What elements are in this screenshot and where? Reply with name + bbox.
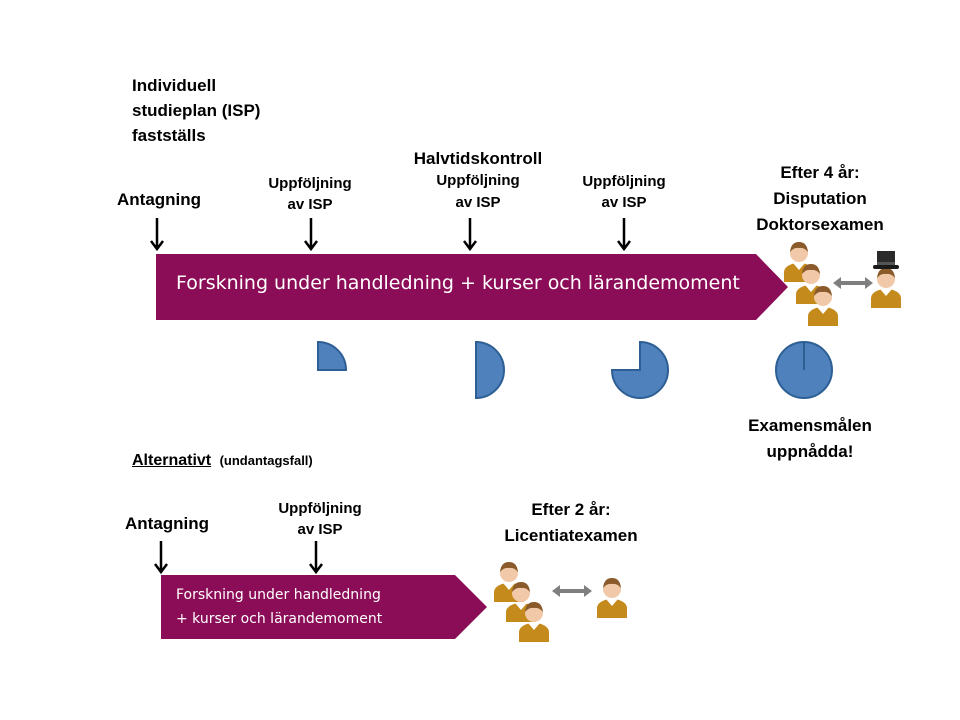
person-icon: [597, 578, 627, 618]
followup-1-line-2: av ISP: [287, 196, 333, 213]
alt-end-label-line-1: Efter 2 år:: [531, 500, 611, 519]
down-arrow-icon: [463, 218, 477, 252]
down-arrow-icon: [154, 541, 168, 575]
followup-3-label: Uppföljning av ISP: [569, 171, 679, 213]
alternative-heading: Alternativt (undantagsfall): [132, 452, 313, 470]
goal-label-line-1: Examensmålen: [748, 416, 872, 435]
alternative-subtitle: (undantagsfall): [219, 453, 313, 468]
alt-followup-line-2: av ISP: [297, 521, 343, 538]
followup-2-line-2: av ISP: [455, 194, 501, 211]
alt-banner-text: Forskning under handledning + kurser och…: [176, 583, 382, 631]
isp-note-line-2: studieplan (ISP): [132, 101, 261, 120]
followup-3-line-2: av ISP: [601, 194, 647, 211]
person-icon: [519, 602, 549, 642]
followup-1-line-1: Uppföljning: [268, 175, 352, 192]
down-arrow-icon: [304, 218, 318, 252]
goal-label: Examensmålen uppnådda!: [720, 413, 900, 465]
top-hat-person-icon: [871, 251, 901, 308]
end-label-line-1: Efter 4 år:: [780, 163, 860, 182]
isp-note: Individuell studieplan (ISP) fastställs: [132, 73, 260, 148]
alt-start-label: Antagning: [125, 514, 210, 533]
main-banner-shape: [156, 254, 788, 320]
down-arrow-icon: [309, 541, 323, 575]
end-label: Efter 4 år: Disputation Doktorsexamen: [740, 160, 900, 238]
isp-note-line-1: Individuell: [132, 76, 217, 95]
progress-pie-icon: [610, 340, 669, 399]
progress-pie-icon: [775, 341, 833, 399]
isp-note-line-3: fastställs: [132, 126, 206, 145]
goal-label-line-2: uppnådda!: [766, 442, 854, 461]
progress-pie-icon: [475, 340, 505, 400]
double-arrow-icon: [833, 277, 873, 289]
alt-banner-line-2: + kurser och lärandemoment: [176, 611, 383, 627]
double-arrow-icon: [552, 585, 592, 597]
down-arrow-icon: [150, 218, 164, 252]
alt-followup-line-1: Uppföljning: [278, 500, 362, 517]
alt-banner-line-1: Forskning under handledning: [176, 587, 381, 603]
alternative-title: Alternativt: [132, 452, 212, 469]
followup-3-line-1: Uppföljning: [582, 173, 666, 190]
end-label-line-3: Doktorsexamen: [756, 215, 884, 234]
start-label: Antagning: [117, 190, 202, 209]
progress-pie-icon: [317, 340, 348, 371]
alt-followup-label: Uppföljning av ISP: [265, 498, 375, 540]
down-arrow-icon: [617, 218, 631, 252]
followup-2-line-1: Uppföljning: [436, 172, 520, 189]
alt-end-label: Efter 2 år: Licentiatexamen: [486, 497, 656, 549]
end-label-line-2: Disputation: [773, 189, 867, 208]
alt-banner-shape: [161, 575, 487, 639]
halftime-title: Halvtidskontroll: [413, 149, 543, 168]
halftime-label: Halvtidskontroll Uppföljning av ISP: [398, 148, 558, 214]
main-banner-text: Forskning under handledning + kurser och…: [176, 272, 740, 294]
alt-end-label-line-2: Licentiatexamen: [504, 526, 638, 545]
followup-1-label: Uppföljning av ISP: [255, 173, 365, 215]
